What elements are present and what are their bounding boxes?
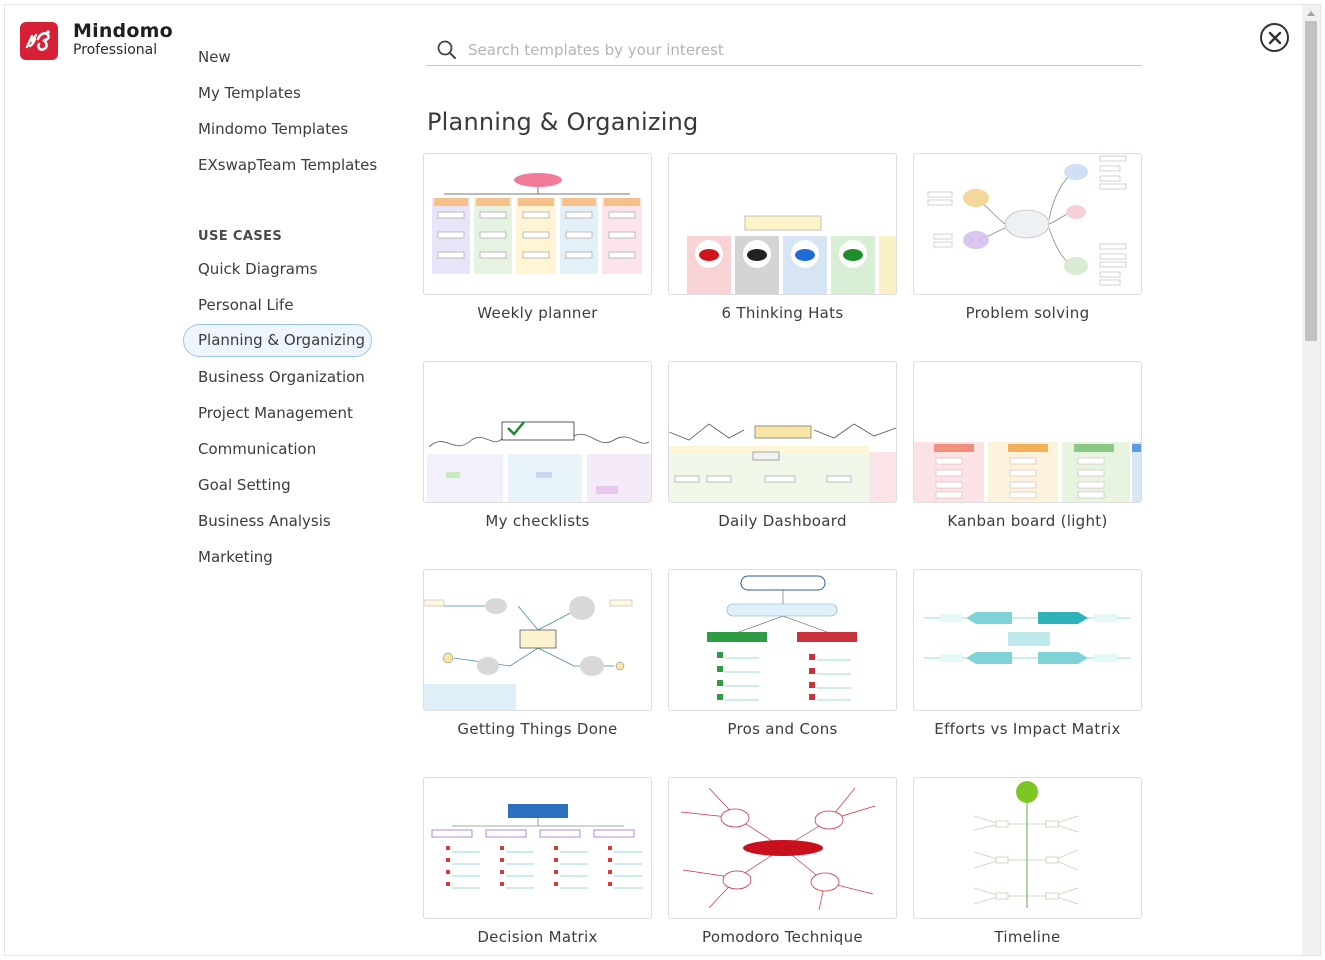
template-name: Pomodoro Technique — [702, 928, 863, 946]
template-card-decision-matrix[interactable]: Decision Matrix — [423, 777, 652, 947]
template-thumbnail — [423, 569, 652, 711]
template-name: Efforts vs Impact Matrix — [934, 720, 1121, 738]
template-card-weekly-planner[interactable]: Weekly planner — [423, 153, 652, 323]
template-name: Kanban board (light) — [947, 512, 1108, 530]
use-cases-heading: USE CASES — [198, 229, 283, 244]
template-card-daily-dashboard[interactable]: Daily Dashboard — [668, 361, 897, 531]
search-input[interactable] — [468, 41, 1108, 59]
template-card-my-checklists[interactable]: My checklists — [423, 361, 652, 531]
sidebar-item-planning-organizing[interactable]: Planning & Organizing — [183, 324, 372, 357]
sidebar-item-marketing[interactable]: Marketing — [198, 548, 273, 566]
template-thumbnail — [668, 777, 897, 919]
template-thumbnail — [913, 569, 1142, 711]
template-name: Daily Dashboard — [718, 512, 847, 530]
sidebar-item-team-templates[interactable]: EXswapTeam Templates — [198, 156, 378, 174]
sidebar-item-business-analysis[interactable]: Business Analysis — [198, 512, 331, 530]
template-card-kanban-board[interactable]: Kanban board (light) — [913, 361, 1142, 531]
template-name: My checklists — [485, 512, 590, 530]
template-thumbnail — [913, 361, 1142, 503]
mindomo-logo-icon — [20, 22, 58, 60]
sidebar-item-goal-setting[interactable]: Goal Setting — [198, 476, 291, 494]
template-thumbnail — [668, 361, 897, 503]
sidebar-item-mindomo-templates[interactable]: Mindomo Templates — [198, 120, 349, 138]
template-thumbnail — [423, 777, 652, 919]
sidebar-item-my-templates[interactable]: My Templates — [198, 84, 301, 102]
sidebar-item-communication[interactable]: Communication — [198, 440, 317, 458]
template-card-efforts-vs-impact[interactable]: Efforts vs Impact Matrix — [913, 569, 1142, 739]
template-card-pomodoro[interactable]: Pomodoro Technique — [668, 777, 897, 947]
sidebar-item-project-management[interactable]: Project Management — [198, 404, 353, 422]
search-bar — [426, 35, 1142, 66]
template-name: 6 Thinking Hats — [721, 304, 844, 322]
template-thumbnail — [423, 153, 652, 295]
template-name: Getting Things Done — [457, 720, 618, 738]
template-card-problem-solving[interactable]: Problem solving — [913, 153, 1142, 323]
template-thumbnail — [668, 153, 897, 295]
template-card-pros-and-cons[interactable]: Pros and Cons — [668, 569, 897, 739]
template-card-timeline[interactable]: Timeline — [913, 777, 1142, 947]
sidebar-item-quick-diagrams[interactable]: Quick Diagrams — [198, 260, 318, 278]
template-thumbnail — [913, 777, 1142, 919]
scrollbar-thumb[interactable] — [1305, 21, 1317, 341]
template-thumbnail — [423, 361, 652, 503]
app-name: Mindomo — [73, 20, 173, 42]
template-name: Timeline — [994, 928, 1061, 946]
template-name: Problem solving — [965, 304, 1090, 322]
template-card-getting-things-done[interactable]: Getting Things Done — [423, 569, 652, 739]
template-thumbnail — [913, 153, 1142, 295]
search-icon[interactable] — [436, 39, 458, 61]
sidebar-item-personal-life[interactable]: Personal Life — [198, 296, 294, 314]
sidebar: New My Templates Mindomo Templates EXswa… — [183, 39, 383, 575]
close-icon — [1268, 31, 1281, 44]
template-name: Weekly planner — [477, 304, 598, 322]
sidebar-item-business-organization[interactable]: Business Organization — [198, 368, 365, 386]
app-edition: Professional — [73, 42, 158, 58]
section-title: Planning & Organizing — [427, 108, 699, 136]
app-logo: Mindomo Professional — [20, 22, 173, 60]
template-name: Decision Matrix — [477, 928, 598, 946]
scrollbar[interactable] — [1302, 5, 1320, 955]
close-button[interactable] — [1260, 23, 1289, 52]
scroll-up-arrow-icon[interactable] — [1307, 11, 1315, 16]
template-dialog: Mindomo Professional New My Templates Mi… — [4, 4, 1321, 956]
template-name: Pros and Cons — [727, 720, 838, 738]
sidebar-item-new[interactable]: New — [198, 48, 231, 66]
template-thumbnail — [668, 569, 897, 711]
template-card-6-thinking-hats[interactable]: 6 Thinking Hats — [668, 153, 897, 323]
